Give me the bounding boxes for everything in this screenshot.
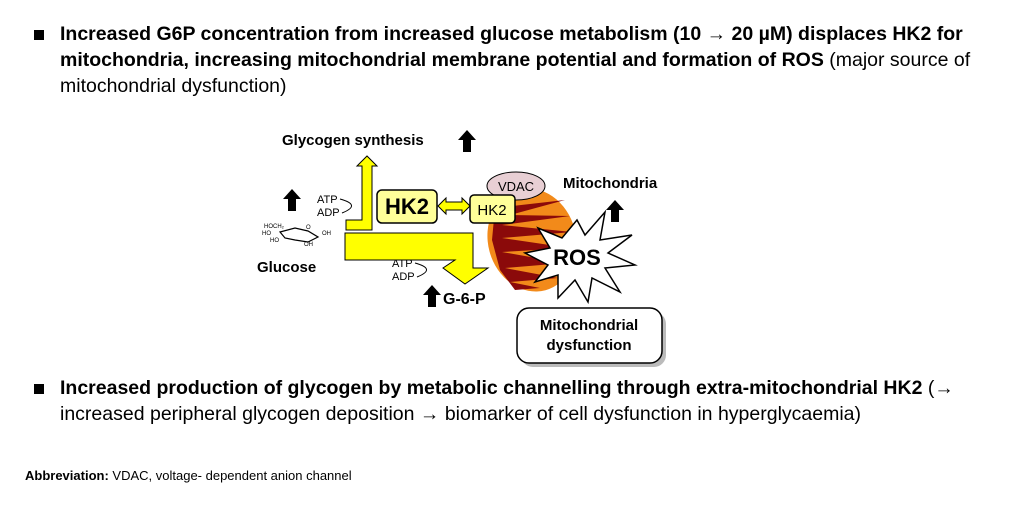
svg-text:OH: OH	[322, 231, 331, 237]
double-arrow-icon	[437, 196, 471, 216]
up-arrow-icon	[606, 200, 624, 222]
bullet-normal-text: (→ increased peripheral glycogen deposit…	[60, 377, 954, 425]
mitochondria-label: Mitochondria	[563, 175, 658, 192]
svg-text:HO: HO	[262, 231, 271, 237]
vdac-channel	[486, 171, 546, 201]
atp-adp-curve-icon	[339, 198, 352, 214]
svg-text:HO: HO	[270, 238, 279, 244]
abbreviation-note: Abbreviation: VDAC, voltage- dependent a…	[25, 468, 352, 483]
atp-adp-curve-icon	[414, 262, 427, 278]
bullet-marker	[34, 384, 44, 394]
ros-label: ROS	[553, 245, 601, 270]
up-arrow-icon	[283, 189, 301, 211]
up-arrow-icon	[458, 130, 476, 152]
ros-starburst	[522, 209, 638, 305]
hk2-bound-label: HK2	[477, 202, 506, 219]
abbreviation-text: VDAC, voltage- dependent anion channel	[108, 468, 352, 483]
dysfunction-label-2: dysfunction	[547, 337, 632, 354]
hk2-cytosolic-box	[376, 189, 438, 224]
bullet-g6p: Increased G6P concentration from increas…	[34, 21, 1010, 99]
hk2-pathway-diagram: Mitochondrial dysfunction VDAC ROS HK2 H…	[257, 130, 666, 367]
glycogen-arrow	[345, 155, 379, 231]
g6p-arrow	[344, 232, 490, 285]
svg-text:HOCH₂: HOCH₂	[264, 224, 285, 230]
up-arrow-icon	[423, 285, 441, 307]
dysfunction-box	[516, 307, 663, 364]
g6p-label: G-6-P	[443, 291, 486, 308]
atp-label: ATP	[317, 194, 338, 206]
bullet-glycogen: Increased production of glycogen by meta…	[34, 375, 1010, 427]
abbreviation-label: Abbreviation:	[25, 468, 109, 483]
glucose-label: Glucose	[257, 259, 316, 276]
svg-text:OH: OH	[304, 242, 313, 248]
glycogen-synthesis-label: Glycogen synthesis	[282, 132, 424, 149]
svg-text:O: O	[306, 225, 311, 231]
hk2-bound-box	[469, 194, 516, 224]
bullet-normal-text: (major source of mitochondrial dysfuncti…	[60, 49, 971, 97]
glucose-structure: HOCH₂ O HO HO OH OH	[262, 224, 331, 248]
adp-label: ADP	[317, 207, 340, 219]
bullet-bold-text: Increased production of glycogen by meta…	[60, 377, 923, 399]
bullet-bold-text: Increased G6P concentration from increas…	[60, 23, 963, 71]
atp-label: ATP	[392, 258, 413, 270]
dysfunction-label-1: Mitochondrial	[540, 317, 638, 334]
bullet-marker	[34, 30, 44, 40]
hk2-cytosolic-label: HK2	[385, 194, 429, 219]
vdac-label: VDAC	[498, 179, 534, 194]
adp-label: ADP	[392, 271, 415, 283]
